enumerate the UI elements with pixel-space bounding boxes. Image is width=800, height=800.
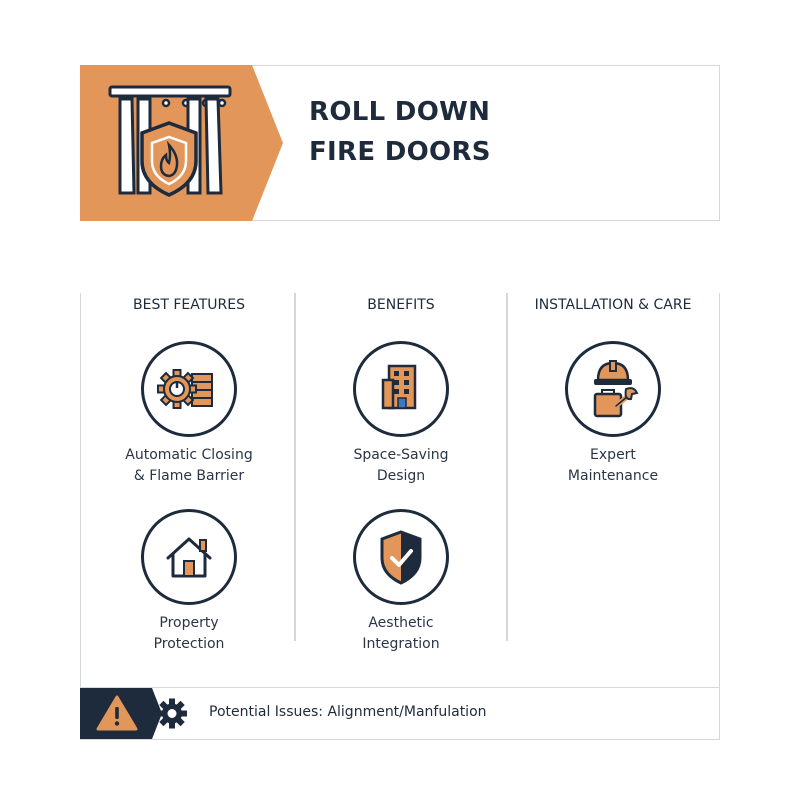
issues-text: Potential Issues: Alignment/Manfulation (209, 704, 487, 720)
feature-tile-automatic-closing: Automatic Closing & Flame Barrier (84, 341, 294, 487)
column-divider (506, 293, 508, 641)
feature-circle (141, 341, 237, 437)
column-heading-best-features: BEST FEATURES (133, 297, 245, 313)
feature-circle (353, 509, 449, 605)
title-banner: ROLL DOWN FIRE DOORS (80, 65, 720, 221)
hardhat-wrench-icon (593, 360, 639, 418)
feature-label-line: Maintenance (567, 468, 659, 484)
issues-footer: Potential Issues: Alignment/Manfulation (80, 687, 720, 740)
feature-label: Space-Saving Design (296, 445, 506, 487)
feature-tile-aesthetic-integration: Aesthetic Integration (296, 509, 506, 655)
feature-label-line: Property (159, 615, 219, 631)
feature-panel: BEST FEATURES BENEFITS INSTALLATION & CA… (80, 293, 720, 691)
column-heading-benefits: BENEFITS (367, 297, 435, 313)
feature-circle (353, 341, 449, 437)
feature-label-line: Protection (153, 636, 225, 652)
fire-door-shield-icon (80, 65, 283, 221)
column-heading-installation-care: INSTALLATION & CARE (534, 297, 692, 313)
feature-label-line: Integration (362, 636, 440, 652)
feature-label: Automatic Closing & Flame Barrier (84, 445, 294, 487)
page-title-line-2: FIRE DOORS (309, 137, 491, 167)
warning-badge (80, 688, 187, 739)
feature-label: Expert Maintenance (508, 445, 718, 487)
page-title: ROLL DOWN FIRE DOORS (309, 92, 491, 172)
page-title-line-1: ROLL DOWN (309, 97, 491, 127)
gear-brick-wall-icon (157, 369, 213, 409)
feature-label-line: & Flame Barrier (133, 468, 245, 484)
feature-circle (565, 341, 661, 437)
warning-icon (96, 695, 138, 731)
feature-tile-space-saving-design: Space-Saving Design (296, 341, 506, 487)
house-icon (166, 537, 212, 578)
gear-icon (157, 698, 187, 729)
feature-tile-expert-maintenance: Expert Maintenance (508, 341, 718, 487)
building-icon (381, 364, 417, 410)
feature-label-line: Automatic Closing (125, 447, 253, 463)
feature-label: Property Protection (84, 613, 294, 655)
feature-label-line: Expert (590, 447, 636, 463)
feature-label-line: Design (376, 468, 426, 484)
shield-check-icon (380, 530, 422, 585)
feature-label-line: Aesthetic (368, 615, 434, 631)
feature-circle (141, 509, 237, 605)
column-divider (294, 293, 296, 641)
feature-label: Aesthetic Integration (296, 613, 506, 655)
feature-label-line: Space-Saving (353, 447, 449, 463)
feature-tile-property-protection: Property Protection (84, 509, 294, 655)
